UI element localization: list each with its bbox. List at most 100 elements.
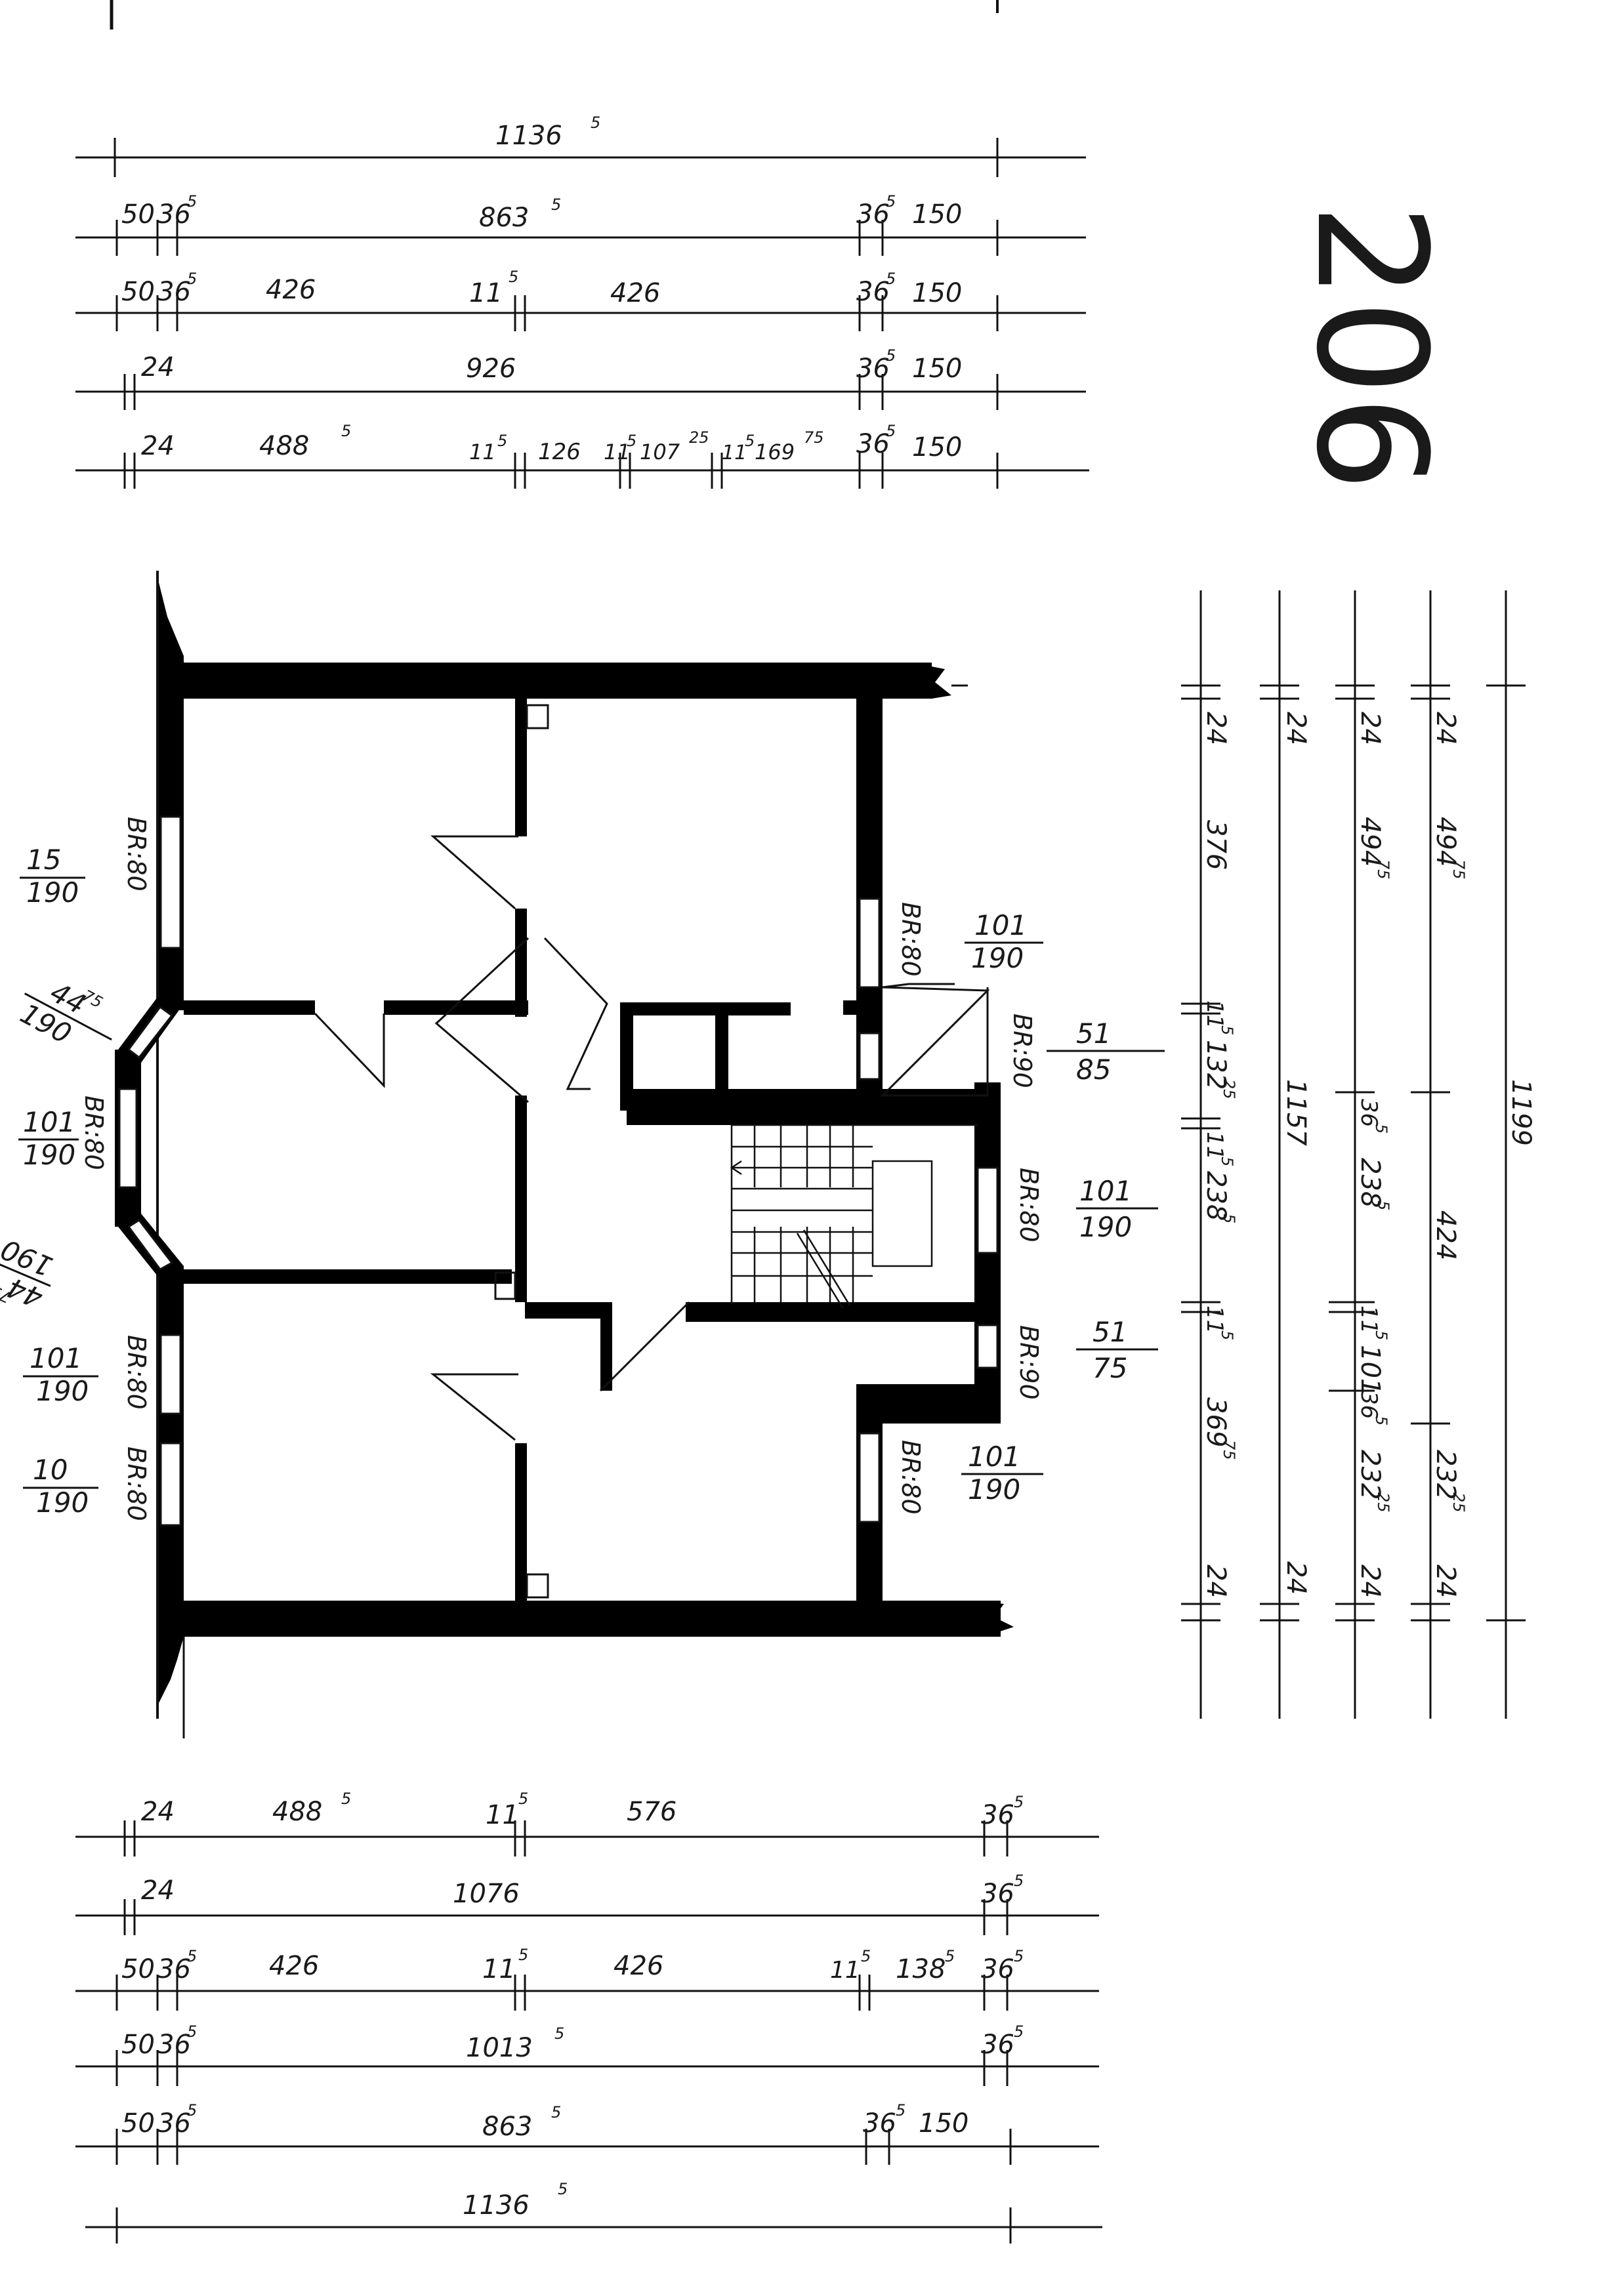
svg-text:101: 101 (1355, 1345, 1385, 1395)
svg-text:232: 232 (1355, 1450, 1385, 1500)
svg-text:190: 190 (23, 1139, 75, 1171)
svg-text:36: 36 (981, 1879, 1014, 1909)
svg-text:238: 238 (1201, 1171, 1231, 1221)
wall-upper-partition-2 (384, 1000, 528, 1015)
svg-text:5: 5 (1218, 1157, 1236, 1166)
svg-text:494: 494 (1430, 817, 1461, 867)
svg-text:5: 5 (497, 432, 507, 450)
top-dimension-chains (75, 138, 1089, 489)
svg-text:190: 190 (968, 1473, 1020, 1506)
svg-text:75: 75 (1093, 1352, 1127, 1384)
svg-text:150: 150 (912, 199, 962, 230)
wall-vert-2 (515, 909, 527, 1017)
window-right-top (858, 897, 881, 989)
svg-text:36: 36 (157, 1954, 191, 1984)
svg-text:101: 101 (1079, 1175, 1132, 1207)
window-right-stair (976, 1166, 999, 1254)
svg-text:150: 150 (912, 354, 962, 384)
svg-text:36: 36 (157, 2030, 191, 2060)
svg-text:36: 36 (856, 199, 890, 230)
svg-text:5: 5 (1374, 1200, 1392, 1210)
svg-text:36: 36 (157, 199, 191, 230)
br-label-bay: BR:80 (79, 1096, 108, 1170)
svg-text:5: 5 (591, 113, 600, 132)
svg-text:369: 369 (1201, 1397, 1231, 1447)
scan-marks (110, 0, 999, 30)
wall-stair-top (627, 1089, 1001, 1125)
svg-text:5: 5 (518, 1790, 528, 1808)
wall-stair-bottom (686, 1302, 981, 1322)
right-dimension-chains (1181, 590, 1526, 1719)
br-label-right-bottom: BR:80 (896, 1440, 925, 1515)
svg-text:36: 36 (157, 2108, 191, 2139)
svg-text:5: 5 (1220, 1214, 1238, 1223)
svg-text:25: 25 (689, 428, 709, 447)
wall-left-break-top (157, 577, 184, 663)
svg-text:51: 51 (1093, 1316, 1127, 1348)
svg-text:5: 5 (886, 346, 896, 365)
svg-text:5: 5 (187, 2022, 197, 2041)
svg-text:24: 24 (1430, 712, 1461, 745)
svg-text:5: 5 (1014, 2022, 1024, 2041)
wall-upper-partition (184, 1000, 315, 1015)
svg-text:11: 11 (1201, 1000, 1228, 1029)
svg-text:25: 25 (1374, 1492, 1392, 1513)
svg-text:5: 5 (187, 2101, 197, 2120)
wall-wc-left (620, 1002, 633, 1111)
svg-text:5: 5 (886, 270, 896, 288)
wall-wc-right (843, 1000, 863, 1015)
svg-text:5: 5 (1014, 1947, 1024, 1965)
svg-text:50: 50 (121, 277, 155, 307)
window-bay-mid (118, 1088, 138, 1189)
svg-text:169: 169 (755, 440, 795, 464)
svg-text:36: 36 (981, 1954, 1014, 1984)
svg-text:1013: 1013 (466, 2033, 533, 2063)
wall-right-upper (856, 699, 883, 1092)
page-number: 206 (1283, 203, 1458, 491)
svg-text:24: 24 (1281, 1561, 1311, 1595)
bay-window-lower (127, 1219, 174, 1271)
wall-bottom (167, 1601, 1001, 1637)
window-labels: BR:80 BR:80 BR:80 BR:80 BR:80 BR:90 BR:8… (79, 817, 1043, 1521)
svg-text:51: 51 (1076, 1017, 1111, 1050)
svg-text:5: 5 (558, 2180, 568, 2198)
svg-text:5: 5 (886, 192, 896, 211)
br-label-right-stair: BR:80 (1014, 1168, 1043, 1242)
svg-text:24: 24 (1201, 712, 1231, 745)
svg-text:107: 107 (640, 440, 680, 464)
svg-text:36: 36 (856, 429, 890, 459)
svg-text:232: 232 (1430, 1450, 1461, 1500)
svg-text:75: 75 (1374, 859, 1392, 880)
svg-text:24: 24 (1281, 712, 1311, 745)
svg-text:5: 5 (509, 268, 518, 286)
svg-text:863: 863 (482, 2112, 532, 2142)
svg-text:5: 5 (1372, 1330, 1390, 1340)
svg-text:5: 5 (945, 1947, 955, 1965)
wall-vert-3 (515, 1096, 527, 1302)
svg-text:15: 15 (26, 844, 61, 876)
dim-bottom-overall: 1136 (463, 2190, 530, 2221)
svg-text:11: 11 (469, 278, 503, 308)
svg-text:424: 424 (1430, 1210, 1461, 1260)
window-right-small-1 (858, 1032, 881, 1080)
svg-text:150: 150 (912, 432, 962, 462)
svg-text:190: 190 (1079, 1211, 1132, 1243)
svg-text:5: 5 (745, 432, 755, 450)
svg-text:190: 190 (36, 1486, 89, 1519)
svg-text:426: 426 (269, 1951, 319, 1981)
svg-text:11: 11 (1356, 1305, 1382, 1334)
svg-text:50: 50 (121, 2030, 155, 2060)
svg-text:1157: 1157 (1281, 1079, 1311, 1146)
door-swings (314, 835, 990, 1441)
wall-vert-4 (515, 1443, 527, 1601)
svg-text:5: 5 (518, 1946, 528, 1964)
wall-wc-mid (715, 1002, 728, 1111)
svg-text:36: 36 (1356, 1099, 1382, 1127)
svg-text:10: 10 (33, 1454, 68, 1486)
svg-text:24: 24 (141, 431, 175, 461)
svg-text:11: 11 (469, 440, 496, 464)
wall-wc-top (620, 1002, 791, 1015)
svg-text:11: 11 (1201, 1305, 1228, 1334)
svg-text:11: 11 (604, 440, 631, 464)
